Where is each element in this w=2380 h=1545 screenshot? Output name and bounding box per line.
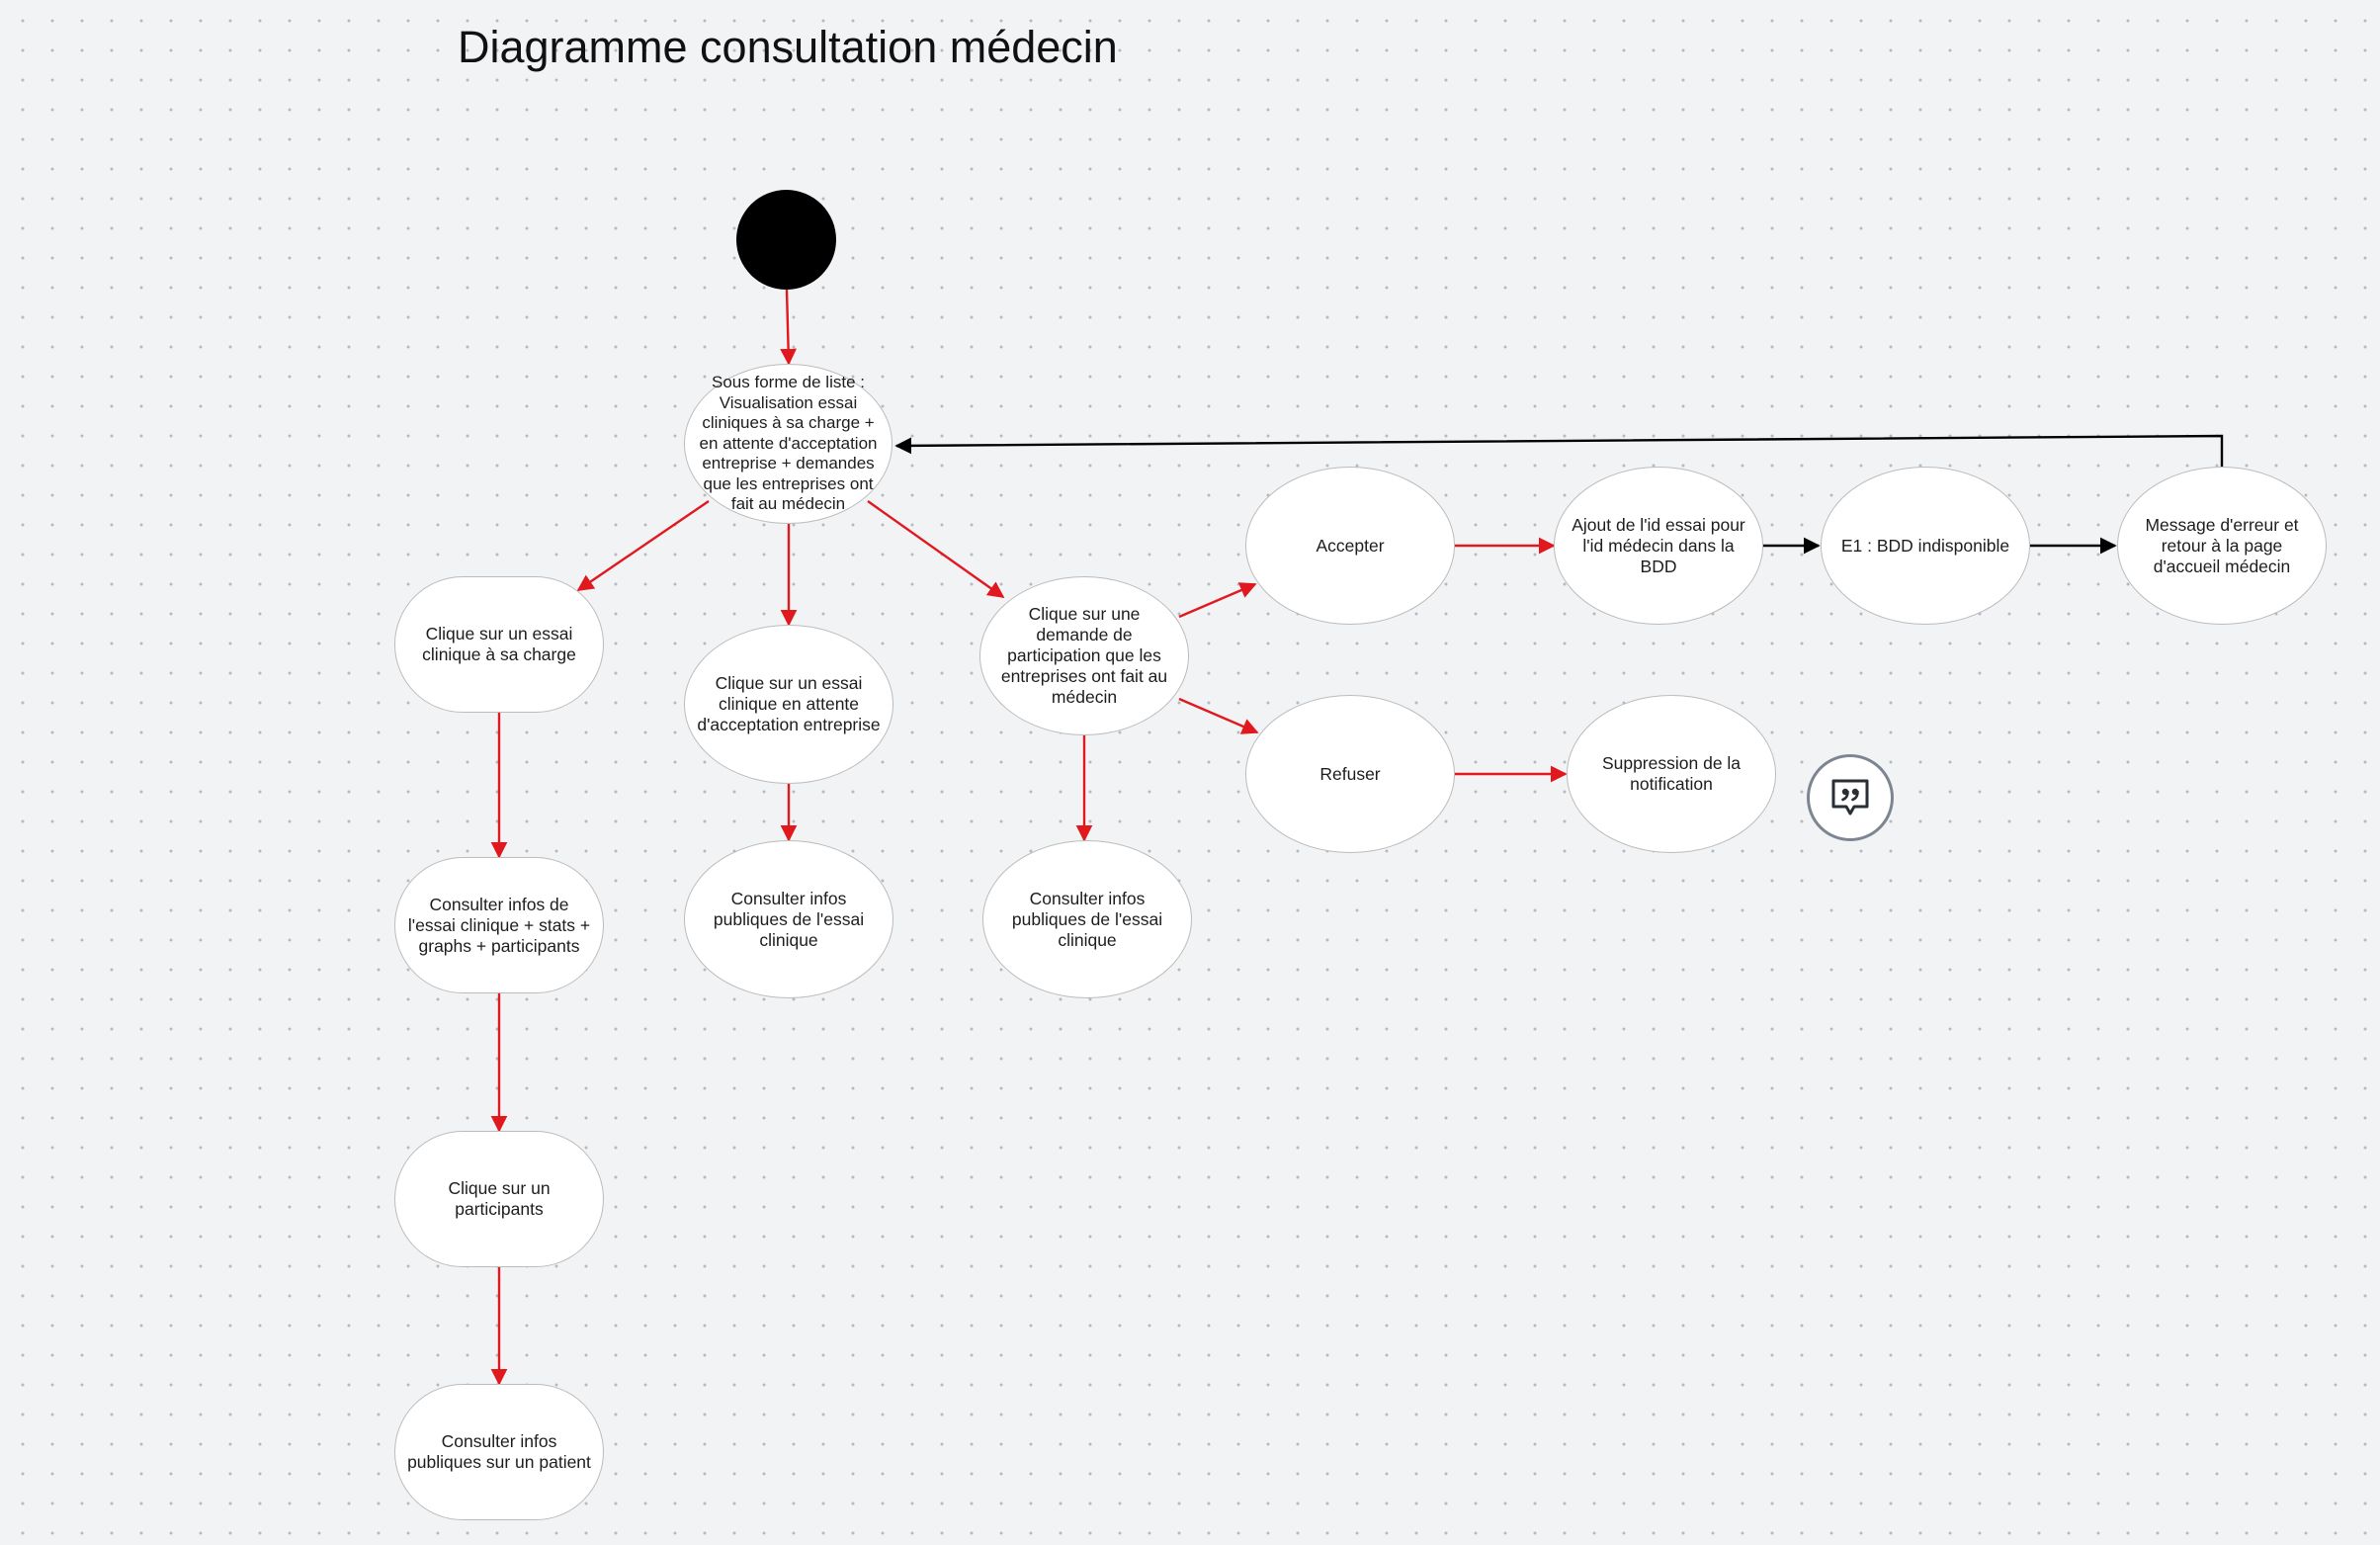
start-node[interactable] xyxy=(736,190,836,290)
node-click-participant[interactable]: Clique sur un participants xyxy=(394,1131,604,1267)
node-click-pending-trial-label: Clique sur un essai clinique en attente … xyxy=(697,673,881,734)
node-consult-patient-label: Consulter infos publiques sur un patient xyxy=(407,1431,591,1472)
node-error-message-label: Message d'erreur et retour à la page d'a… xyxy=(2145,514,2299,576)
node-add-id[interactable]: Ajout de l'id essai pour l'id médecin da… xyxy=(1554,467,1763,625)
comment-quote-icon xyxy=(1831,779,1869,815)
node-consult-public-request[interactable]: Consulter infos publiques de l'essai cli… xyxy=(982,840,1192,998)
node-click-participant-label: Clique sur un participants xyxy=(448,1178,551,1219)
node-consult-trial-stats[interactable]: Consulter infos de l'essai clinique + st… xyxy=(394,857,604,993)
diagram-title: Diagramme consultation médecin xyxy=(458,22,1118,72)
edge-list-to-request xyxy=(867,500,1005,598)
node-click-own-trial[interactable]: Clique sur un essai clinique à sa charge xyxy=(394,576,604,713)
comment-button[interactable] xyxy=(1807,754,1894,841)
node-refuse-label: Refuser xyxy=(1319,763,1381,784)
node-list-view[interactable]: Sous forme de liste : Visualisation essa… xyxy=(684,364,892,524)
node-db-unavailable-label: E1 : BDD indisponible xyxy=(1840,535,2010,556)
node-accept[interactable]: Accepter xyxy=(1245,467,1455,625)
node-click-request-label: Clique sur une demande de participation … xyxy=(1000,604,1168,707)
edge-start-to-list xyxy=(780,289,797,366)
node-add-id-label: Ajout de l'id essai pour l'id médecin da… xyxy=(1572,514,1745,576)
node-refuse[interactable]: Refuser xyxy=(1245,695,1455,853)
node-delete-notification[interactable]: Suppression de la notification xyxy=(1567,695,1776,853)
node-error-message[interactable]: Message d'erreur et retour à la page d'a… xyxy=(2117,467,2327,625)
node-consult-trial-stats-label: Consulter infos de l'essai clinique + st… xyxy=(407,894,591,956)
node-accept-label: Accepter xyxy=(1316,535,1385,556)
node-db-unavailable[interactable]: E1 : BDD indisponible xyxy=(1821,467,2030,625)
node-list-view-label: Sous forme de liste : Visualisation essa… xyxy=(699,373,878,514)
node-consult-public-request-label: Consulter infos publiques de l'essai cli… xyxy=(1011,888,1163,950)
node-consult-public-pending-label: Consulter infos publiques de l'essai cli… xyxy=(713,888,865,950)
edge-request-to-refuse xyxy=(1178,697,1259,734)
node-click-own-trial-label: Clique sur un essai clinique à sa charge xyxy=(422,624,576,664)
edge-list-to-own-trial xyxy=(576,500,710,591)
node-click-request[interactable]: Clique sur une demande de participation … xyxy=(979,576,1189,735)
node-click-pending-trial[interactable]: Clique sur un essai clinique en attente … xyxy=(684,625,893,784)
node-consult-patient[interactable]: Consulter infos publiques sur un patient xyxy=(394,1384,604,1520)
edge-message-back-to-list xyxy=(894,434,2224,467)
edge-request-to-accept xyxy=(1178,582,1257,619)
node-delete-notification-label: Suppression de la notification xyxy=(1601,753,1742,794)
node-consult-public-pending[interactable]: Consulter infos publiques de l'essai cli… xyxy=(684,840,893,998)
